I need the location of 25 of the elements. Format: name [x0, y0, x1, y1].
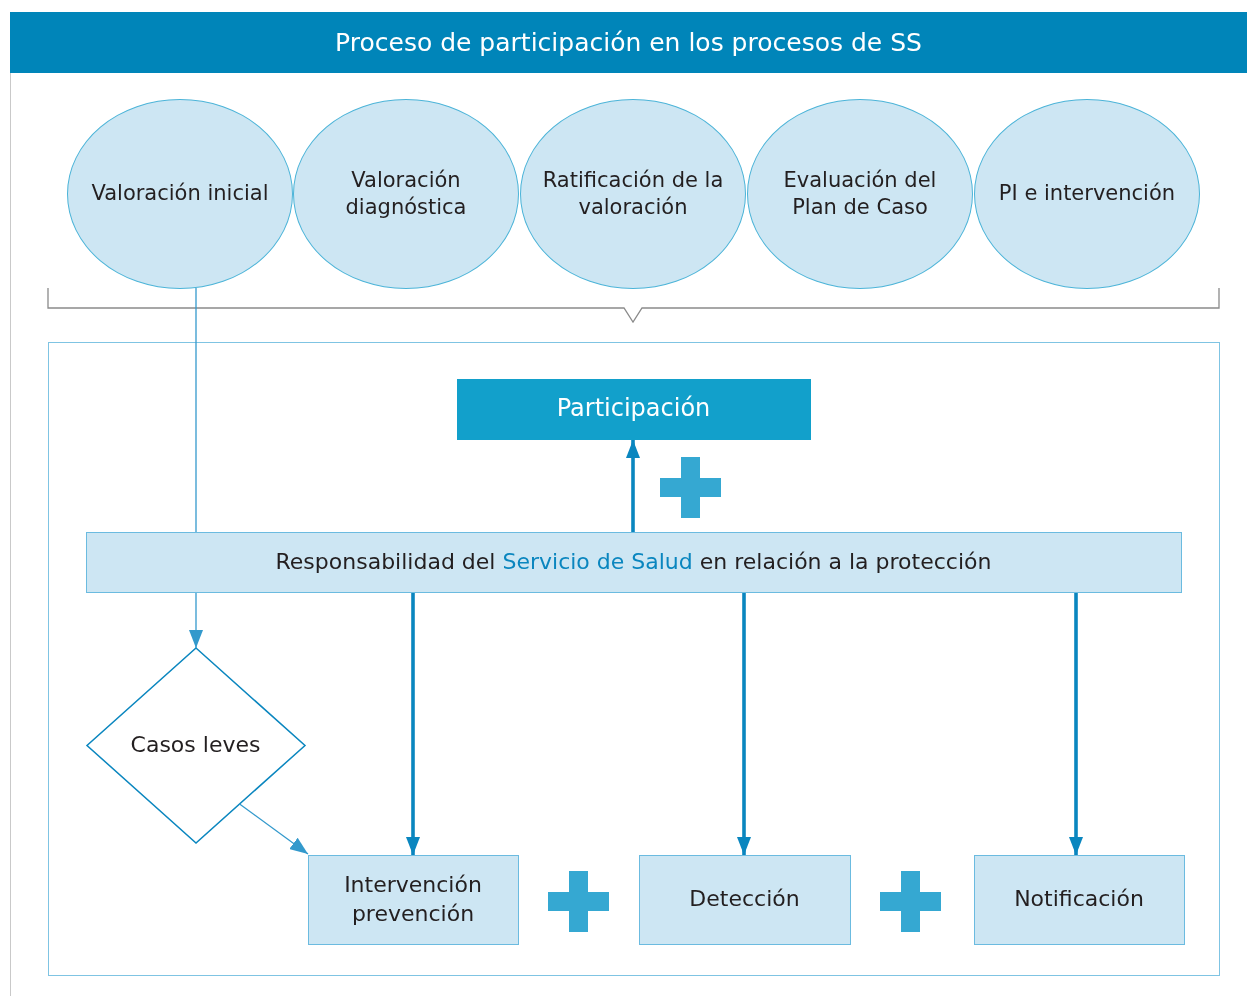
arrow: [1069, 593, 1083, 855]
process-box: [638, 854, 851, 945]
arrow: [626, 440, 640, 532]
arrow: [737, 593, 751, 855]
node-label: Ratificación de la valoración: [541, 166, 725, 221]
decision-diamond: [86, 647, 305, 843]
node-label: Responsabilidad del Servicio de Salud en relación a la protección: [275, 547, 992, 576]
node-label: Valoración diagnóstica: [344, 166, 468, 221]
node-label: PI e intervención: [998, 180, 1176, 208]
process-box: [307, 854, 519, 945]
node-label: Casos leves: [130, 730, 261, 759]
node-label: Valoración inicial: [91, 180, 269, 208]
title-banner: Proceso de participación en los procesos de SS: [10, 12, 1247, 73]
arrow: [238, 803, 309, 855]
process-box: [973, 854, 1185, 945]
process-box: [456, 378, 811, 440]
node-label: Detección: [689, 885, 800, 914]
node-label: Intervención prevención: [343, 870, 483, 928]
node-label: Evaluación del Plan de Caso: [782, 166, 938, 221]
process-box: [85, 531, 1182, 593]
arrow: [189, 592, 203, 649]
node-label: Participación: [556, 393, 711, 425]
arrow: [406, 593, 420, 855]
node-label: Notificación: [1014, 885, 1144, 914]
frame-box: [48, 342, 1220, 976]
